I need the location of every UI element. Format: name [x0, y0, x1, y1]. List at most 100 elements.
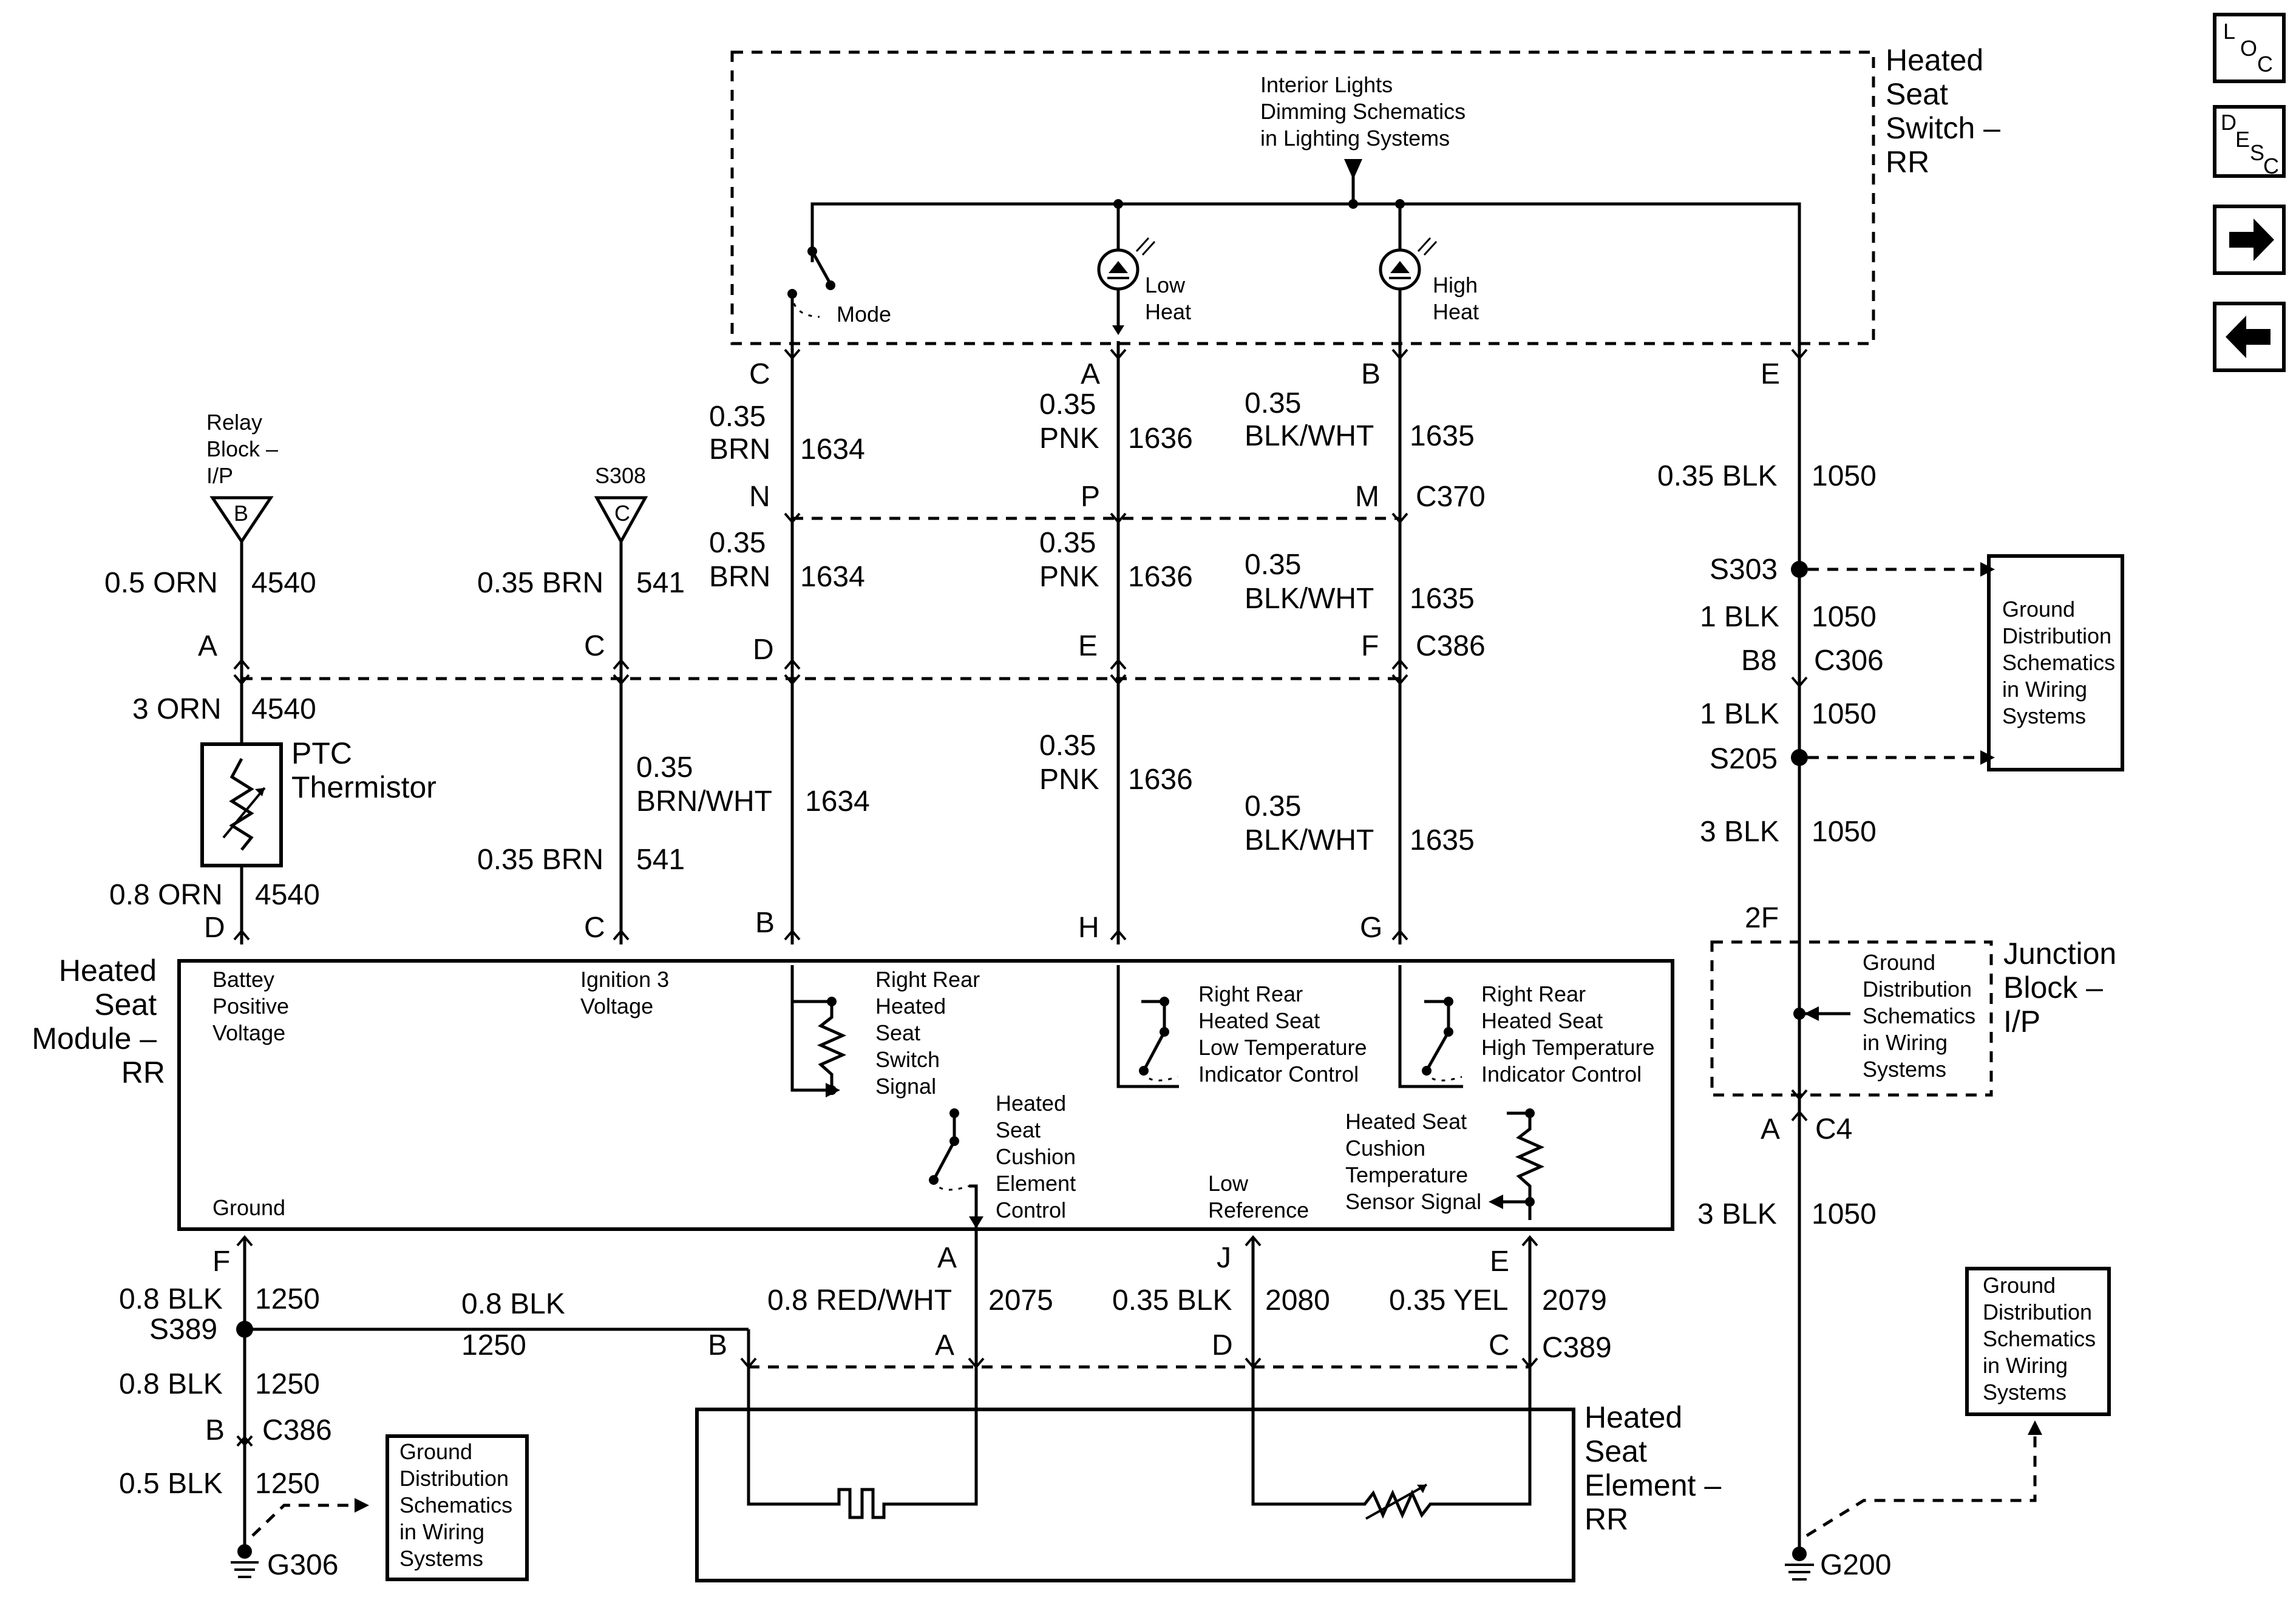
ground-note-bottom-left: Ground Distribution Schematics in Wiring…	[385, 1434, 529, 1581]
wire-gauge-pnk-top-1: PNK	[1039, 422, 1099, 455]
svg-text:B8: B8	[1741, 645, 1777, 677]
svg-text:B: B	[205, 1414, 225, 1446]
svg-text:2F: 2F	[1745, 902, 1779, 934]
svg-text:N: N	[749, 481, 770, 513]
back-button[interactable]	[2213, 302, 2286, 372]
wiring-lines	[240, 341, 1801, 1554]
svg-text:H: H	[1078, 912, 1099, 944]
bus-node-dim	[1348, 199, 1358, 209]
wire-gauge-blkwht-bot-0: 0.35	[1245, 790, 1301, 822]
forward-button[interactable]	[2213, 205, 2286, 275]
svg-text:C386: C386	[262, 1414, 332, 1446]
module-ground-label: Ground	[212, 1195, 285, 1220]
battery-input-label: Battey Positive Voltage	[212, 967, 295, 1045]
svg-text:1250: 1250	[461, 1329, 526, 1361]
svg-text:Relay Block – I/P: Relay Block – I/P	[206, 410, 284, 488]
dimming-note: Interior Lights Dimming Schematics in Li…	[1260, 72, 1472, 151]
svg-text:Ground Distribution: Ground Distribution Schematics in Wiring…	[2002, 597, 2121, 728]
wire-labels: 0.5 ORN 4540 3 ORN 4540 0.8 ORN 4540 0.3…	[104, 387, 1475, 911]
wire-gauge-brn1634-top-1: BRN	[709, 433, 770, 466]
svg-text:C386: C386	[1416, 630, 1486, 662]
cushion-control-label: Heated Seat Cushion Element Control	[996, 1091, 1082, 1222]
wire-gauge-orn-mid: 3 ORN	[132, 693, 222, 725]
wire-gauge-brn541-bot: 0.35 BRN	[477, 844, 603, 876]
ignition-input-label: Ignition 3 Voltage	[580, 967, 675, 1019]
svg-text:S389: S389	[149, 1314, 217, 1346]
svg-text:A: A	[198, 630, 217, 662]
svg-text:C370: C370	[1416, 481, 1486, 513]
svg-text:0.8 RED/WHT: 0.8 RED/WHT	[767, 1284, 952, 1317]
high-indicator-label: Right Rear Heated Seat High Temperature …	[1481, 981, 1661, 1086]
module-title: Heated Seat Module – RR	[32, 954, 165, 1090]
svg-text:S: S	[2250, 140, 2264, 165]
g200-ground-icon	[1785, 1564, 1814, 1581]
heated-seat-element: Heated Seat Element – RR	[695, 1369, 1721, 1582]
connector-marks	[233, 348, 1808, 1447]
svg-text:2075: 2075	[988, 1284, 1053, 1317]
high-heat-label: High Heat	[1433, 273, 1484, 324]
g306-arrow-icon	[355, 1498, 369, 1513]
pin-letters: C A B E N P M C370 A C D E F C386 D C B …	[198, 358, 1780, 944]
svg-text:B: B	[708, 1329, 727, 1361]
svg-text:0.35 BLK: 0.35 BLK	[1657, 460, 1777, 492]
ground-note-bottom-right: Ground Distribution Schematics in Wiring…	[1965, 1267, 2111, 1416]
wire-gauge-pnk-mid-1: PNK	[1039, 561, 1099, 593]
svg-text:E: E	[1761, 358, 1780, 390]
svg-text:3 BLK: 3 BLK	[1700, 816, 1779, 848]
ptc-label: PTC Thermistor	[291, 736, 436, 804]
relay-block-terminal-icon	[209, 496, 274, 544]
heated-seat-module: Heated Seat Module – RR Battey Positive …	[32, 954, 1674, 1231]
wire-gauge-pnk-bot-0: 0.35	[1039, 730, 1096, 762]
mode-switch-icon	[787, 246, 835, 341]
desc-button[interactable]: D E S C	[2213, 105, 2286, 178]
svg-text:A: A	[1761, 1113, 1780, 1145]
svg-text:1050: 1050	[1812, 601, 1877, 633]
high-indicator-switch-icon	[1422, 997, 1462, 1082]
wire-gauge-pnk-mid-0: 0.35	[1039, 527, 1096, 559]
svg-text:C4: C4	[1815, 1113, 1852, 1145]
s303-splice-dot	[1791, 561, 1808, 578]
wire-circuit-brn541-top: 541	[636, 567, 685, 599]
svg-text:F: F	[1361, 630, 1379, 662]
svg-text:E: E	[2235, 127, 2250, 152]
svg-text:1 BLK: 1 BLK	[1700, 698, 1779, 730]
svg-text:0.8 BLK: 0.8 BLK	[119, 1368, 223, 1400]
loc-button[interactable]: L O C	[2213, 13, 2286, 83]
wire-circuit-blkwht-mid: 1635	[1410, 583, 1475, 615]
heated-seat-switch: Heated Seat Switch – RR Interior Lights …	[730, 43, 2000, 345]
svg-text:C: C	[584, 630, 605, 662]
wire-circuit-orn-top: 4540	[251, 567, 316, 599]
svg-text:1050: 1050	[1812, 1198, 1877, 1230]
wire-gauge-orn-bot: 0.8 ORN	[109, 879, 223, 911]
svg-text:3 BLK: 3 BLK	[1697, 1198, 1777, 1230]
high-heat-led-icon	[1379, 204, 1438, 341]
svg-text:C: C	[2263, 154, 2279, 178]
s308-label: S308	[595, 463, 646, 488]
svg-text:2080: 2080	[1265, 1284, 1330, 1317]
wire-gauge-brn1634-top-0: 0.35	[709, 401, 766, 433]
wire-gauge-blkwht-top-0: 0.35	[1245, 387, 1301, 419]
svg-text:Ground Distribution: Ground Distribution Schematics in Wiring…	[1863, 950, 1982, 1082]
g200-note-arrow-icon	[2028, 1420, 2042, 1435]
g200-label: G200	[1820, 1549, 1891, 1581]
wire-gauge-brn541-top: 0.35 BRN	[477, 567, 603, 599]
svg-text:D: D	[1212, 1329, 1233, 1361]
wire-gauge-blkwht-bot-1: BLK/WHT	[1245, 824, 1374, 856]
svg-text:C389: C389	[1542, 1332, 1612, 1364]
low-heat-led-icon	[1097, 204, 1156, 335]
svg-text:D: D	[204, 912, 225, 944]
svg-text:M: M	[1355, 481, 1379, 513]
svg-text:C: C	[1489, 1329, 1510, 1361]
wire-circuit-brnwht: 1634	[805, 785, 870, 818]
wire-gauge-brnwht-0: 0.35	[636, 751, 693, 784]
svg-text:B: B	[1361, 358, 1381, 390]
svg-text:0.35 YEL: 0.35 YEL	[1389, 1284, 1509, 1317]
svg-text:A: A	[935, 1329, 954, 1361]
wire-gauge-brn1634-mid-0: 0.35	[709, 527, 766, 559]
svg-text:0.8 BLK: 0.8 BLK	[461, 1288, 565, 1320]
svg-text:Ground Distribution: Ground Distribution Schematics in Wiring…	[1983, 1273, 2102, 1405]
wire-gauge-blkwht-mid-1: BLK/WHT	[1245, 583, 1374, 615]
junction-arrow-icon	[1804, 1006, 1819, 1021]
s205-splice-dot	[1791, 749, 1808, 766]
svg-text:1250: 1250	[255, 1368, 320, 1400]
